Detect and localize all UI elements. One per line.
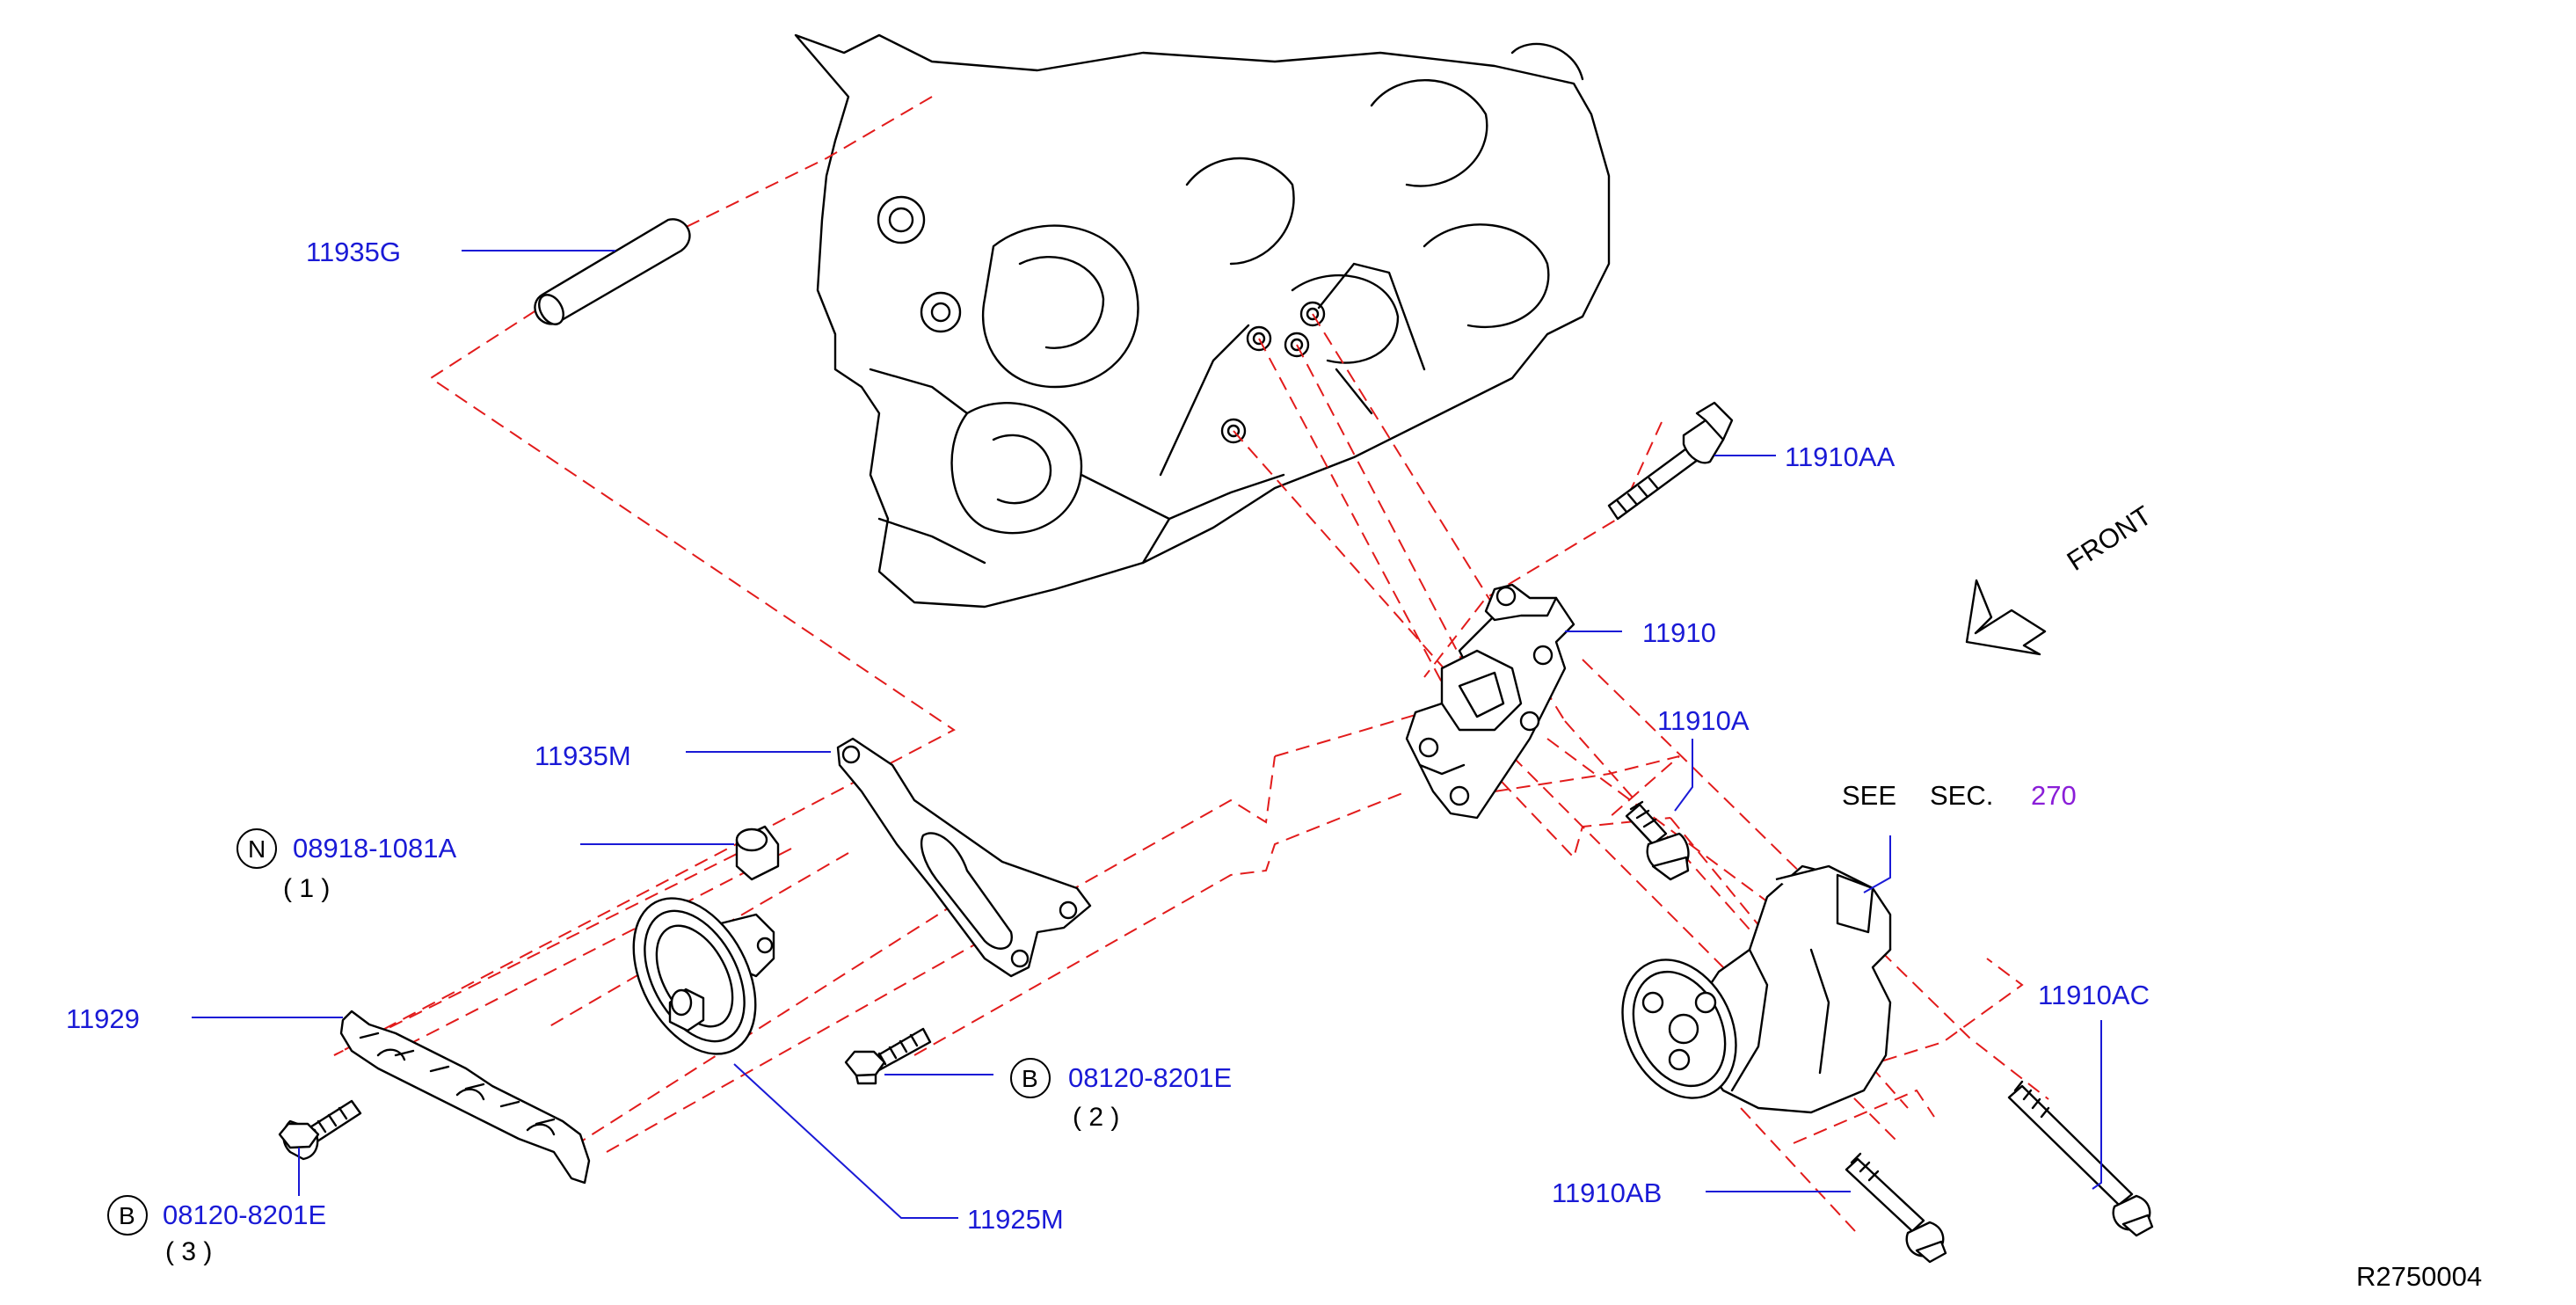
dowel-tube-11935G [534, 218, 691, 325]
callout-08120-8201E-left: 08120-8201E [163, 1199, 326, 1230]
callout-11925M: 11925M [967, 1204, 1064, 1235]
b-mark-08120-left: B [107, 1195, 148, 1236]
callout-labels: 11935G 11910AA 11910 11910A 11935M N 089… [66, 237, 2482, 1292]
bolt-11910AC [2007, 1080, 2154, 1237]
front-direction-arrow: FRONT [1965, 499, 2158, 656]
pulley-11925M [632, 897, 775, 1055]
bolt-11910AB [1845, 1152, 1947, 1264]
bracket-11910 [1405, 583, 1575, 820]
front-label: FRONT [2062, 499, 2158, 577]
b-mark-letter-left: B [119, 1202, 135, 1229]
diagram-code: R2750004 [2356, 1261, 2482, 1292]
bolt-11910A [1625, 800, 1690, 881]
see-label: SEE [1842, 780, 1896, 811]
b-mark-08120-center: B [1010, 1058, 1051, 1098]
bolt-11910AA [1607, 401, 1734, 521]
bolt-08120-8201E-center [844, 1027, 932, 1085]
callout-11935M: 11935M [535, 740, 631, 771]
n-mark-letter: N [248, 835, 266, 863]
sec-label: SEC. [1930, 780, 1993, 811]
bolt-08120-8201E-left [278, 1099, 362, 1161]
qty-08918-1081A: ( 1 ) [283, 874, 330, 903]
callout-11910AA: 11910AA [1785, 441, 1896, 472]
b-mark-letter-center: B [1022, 1065, 1038, 1092]
nut-08918-1081A [735, 825, 780, 881]
callout-11910AB: 11910AB [1552, 1177, 1662, 1208]
qty-08120-8201E-left: ( 3 ) [165, 1237, 212, 1266]
callout-11929: 11929 [66, 1003, 140, 1034]
bracket-arm-11935M [836, 737, 1092, 978]
engine-block [794, 33, 1611, 609]
callout-11910: 11910 [1642, 617, 1716, 648]
sec-number-270: 270 [2031, 780, 2077, 811]
callout-11910AC: 11910AC [2038, 980, 2150, 1010]
cover-strip-11929 [339, 1010, 591, 1185]
callout-08918-1081A: 08918-1081A [293, 833, 456, 864]
qty-08120-8201E-center: ( 2 ) [1073, 1103, 1119, 1132]
leader-lines [192, 250, 2102, 1219]
callout-11935G: 11935G [306, 237, 401, 267]
callout-08120-8201E-center: 08120-8201E [1068, 1062, 1232, 1093]
callout-11910A: 11910A [1657, 705, 1750, 736]
ac-compressor [1621, 864, 1892, 1114]
n-mark-08918: N [236, 828, 277, 869]
